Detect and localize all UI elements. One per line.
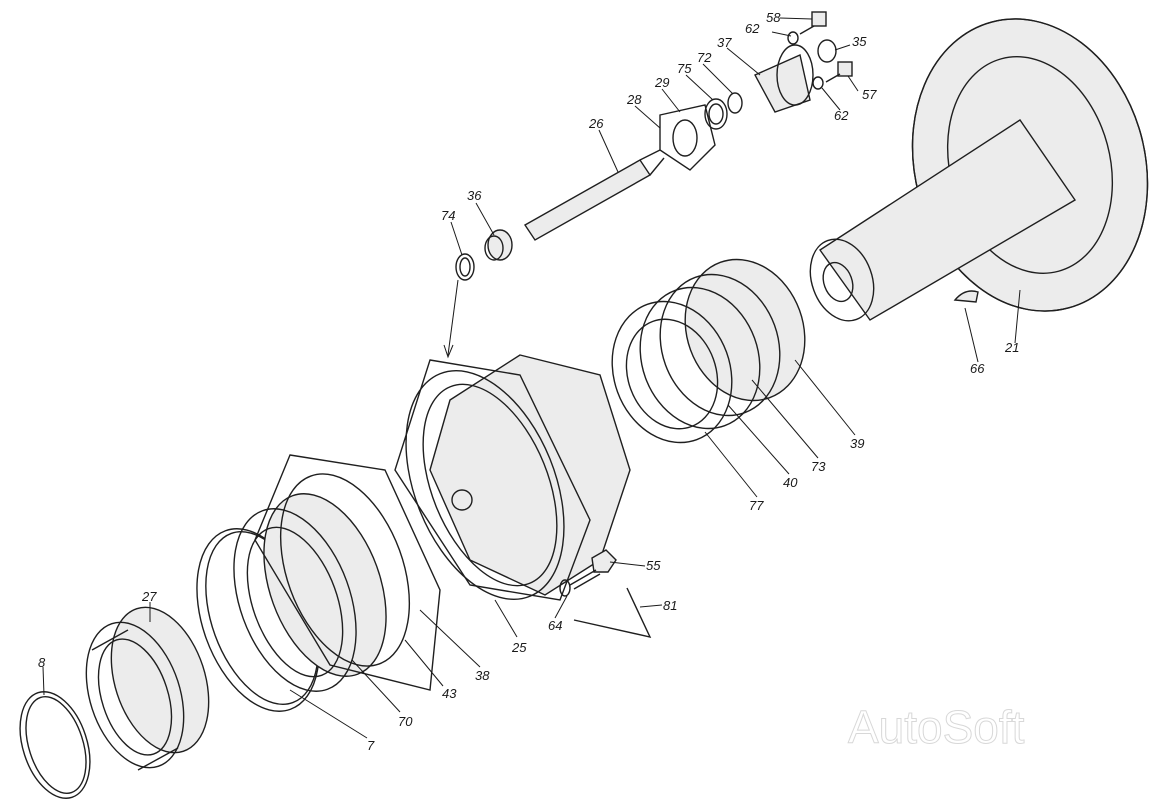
callout-36: 36: [467, 188, 482, 203]
callout-38: 38: [475, 668, 490, 683]
callout-72: 72: [697, 50, 712, 65]
bushing-part: [484, 229, 513, 261]
gasket-plate-part: [254, 454, 441, 691]
callout-27: 27: [141, 589, 157, 604]
callout-28: 28: [626, 92, 642, 107]
callout-35: 35: [852, 34, 867, 49]
callout-62-top: 62: [745, 21, 760, 36]
callout-81: 81: [663, 598, 677, 613]
o-ring-part: [727, 92, 743, 114]
callout-43: 43: [442, 686, 457, 701]
ring-stack-part: [611, 258, 806, 444]
bolt-part: [569, 549, 617, 590]
mounting-bolt-part: [825, 61, 853, 83]
callout-7: 7: [367, 738, 375, 753]
callout-55: 55: [646, 558, 661, 573]
small-washer-part: [455, 253, 475, 281]
cover-plate-part: [659, 104, 716, 171]
callout-39: 39: [850, 436, 864, 451]
hub-flange-part: [809, 18, 1149, 322]
callout-64: 64: [548, 618, 562, 633]
small-bolt-part: [799, 11, 827, 35]
leader-lines: [42, 17, 1021, 739]
callout-75: 75: [677, 61, 692, 76]
seal-washer-part: [704, 98, 728, 130]
callout-26: 26: [588, 116, 604, 131]
spring-washer-part: [812, 76, 824, 90]
callout-8: 8: [38, 655, 46, 670]
roller-bearing-part: [233, 493, 387, 692]
splined-shaft-part: [523, 149, 665, 241]
assembly-arrow: [447, 279, 459, 356]
callout-37: 37: [717, 35, 732, 50]
callout-25: 25: [511, 640, 527, 655]
snap-ring-part: [19, 691, 91, 799]
threaded-nut-part: [85, 606, 210, 771]
assembly-arrowhead: [443, 344, 454, 359]
watermark: AutoSoft: [848, 701, 1025, 753]
callout-labels: 8 27 7 70 43 38 25 64 55 81 77 40 73 39 …: [38, 10, 1019, 753]
callout-29: 29: [654, 75, 669, 90]
callout-77: 77: [749, 498, 764, 513]
callout-73: 73: [811, 459, 826, 474]
callout-70: 70: [398, 714, 413, 729]
callout-58: 58: [766, 10, 781, 25]
cotter-pin-part: [573, 587, 652, 638]
seal-ring-part: [817, 39, 837, 63]
washer-part: [559, 579, 571, 597]
callout-40: 40: [783, 475, 798, 490]
callout-66: 66: [970, 361, 985, 376]
housing-part: [394, 354, 631, 601]
callout-62-bottom: 62: [834, 108, 849, 123]
callout-74: 74: [441, 208, 455, 223]
flanged-sleeve-part: [754, 44, 814, 113]
callout-57: 57: [862, 87, 877, 102]
callout-21: 21: [1004, 340, 1019, 355]
lock-washer-part: [787, 31, 799, 45]
woodruff-key-part: [953, 290, 979, 303]
